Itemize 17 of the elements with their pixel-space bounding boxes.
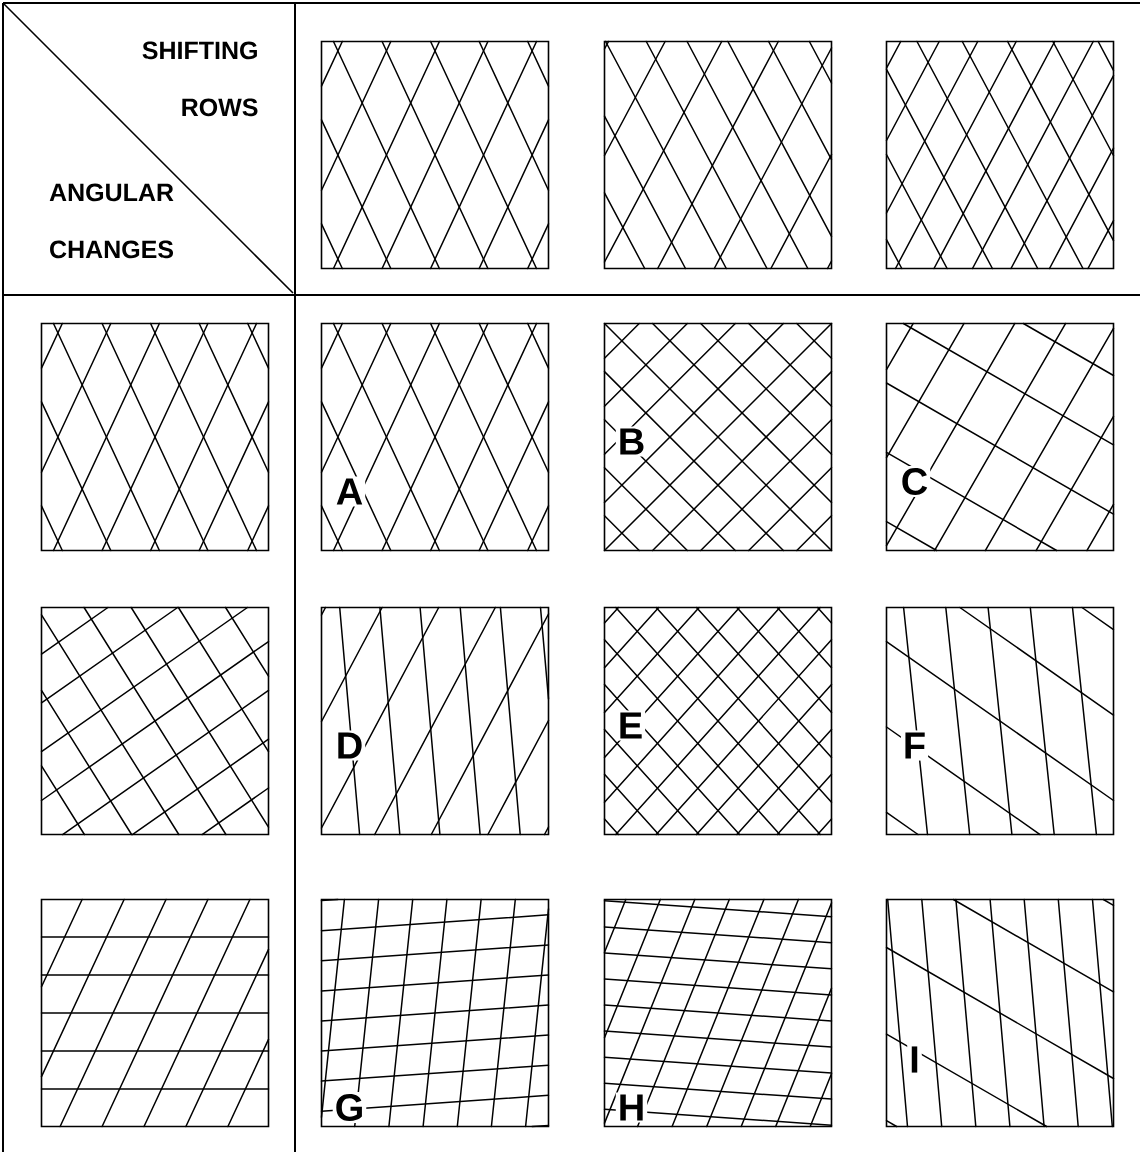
- pattern-square: [40, 606, 270, 836]
- pattern-square: [40, 898, 270, 1128]
- pattern-square: B: [603, 322, 833, 552]
- pattern-square: H: [603, 898, 833, 1128]
- pattern-square: F: [885, 606, 1115, 836]
- pattern-square: C: [885, 322, 1115, 552]
- pattern-square: I: [885, 898, 1115, 1128]
- pattern-square: [885, 40, 1115, 270]
- header-text: ANGULAR CHANGES: [49, 183, 174, 259]
- pattern-square: G: [320, 898, 550, 1128]
- pattern-square: [40, 322, 270, 552]
- pattern-square: D: [320, 606, 550, 836]
- pattern-square: [603, 40, 833, 270]
- pattern-square: [320, 40, 550, 270]
- pattern-square: A: [320, 322, 550, 552]
- header-text: SHIFTING ROWS: [142, 41, 258, 117]
- pattern-square: E: [603, 606, 833, 836]
